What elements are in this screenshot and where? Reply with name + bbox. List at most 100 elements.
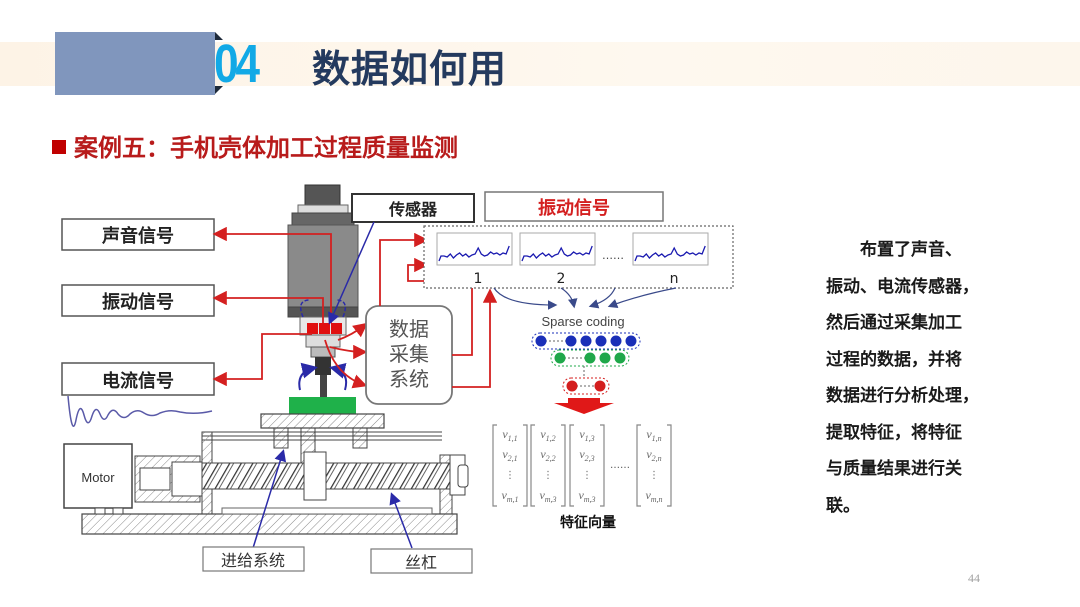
windows-ellipsis: …… xyxy=(602,249,624,262)
coding-arrow xyxy=(493,287,558,310)
signal-window xyxy=(632,232,709,266)
page-number: 44 xyxy=(968,571,980,585)
sensor-pointer xyxy=(328,221,375,325)
feature-vector: v1,2 v2,2 vm,3 ⋮ xyxy=(530,424,566,507)
workpiece xyxy=(289,397,356,414)
coding-node xyxy=(584,352,596,364)
vector-element: vm,3 xyxy=(539,488,556,504)
sound-signal-box: 声音信号 xyxy=(61,218,215,251)
case-subtitle: 案例五：手机壳体加工过程质量监测 xyxy=(52,131,458,165)
vector-element: v2,3 xyxy=(579,447,594,463)
coding-node xyxy=(580,335,592,347)
coding-arrow xyxy=(560,287,578,309)
vibration-title-box: 振动信号 xyxy=(484,191,664,222)
vibration-signal-box: 振动信号 xyxy=(61,284,215,317)
vector-element: v1,2 xyxy=(540,427,555,443)
vector-element: v2,2 xyxy=(540,447,555,463)
vibration-panel-title: 振动信号 xyxy=(538,197,610,219)
vibration-waveform xyxy=(438,245,510,262)
node-layer-group xyxy=(562,377,610,395)
coding-node xyxy=(610,335,622,347)
header-corner-bottom xyxy=(215,86,223,94)
vector-element: v2,1 xyxy=(502,447,517,463)
sound-signal-arrow xyxy=(212,226,332,323)
feature-vector: v1,3 v2,3 vm,3 ⋮ xyxy=(569,424,605,507)
node-layer-group xyxy=(550,349,630,367)
coding-node xyxy=(625,335,637,347)
lead-screw-label: 丝杠 xyxy=(405,553,437,572)
window-index: 1 xyxy=(474,271,483,287)
node-layer-group xyxy=(531,332,641,350)
daq-output-arrow xyxy=(452,288,498,388)
down-arrow-icon xyxy=(554,398,614,414)
daq-system-box: 数据 采集 系统 xyxy=(365,305,453,405)
vector-ellipsis: ⋮ xyxy=(505,470,515,481)
feature-vector: v1,1 v2,1 vm,1 ⋮ xyxy=(492,424,528,507)
signal-window xyxy=(436,232,513,266)
description-line: 与质量结果进行关 xyxy=(826,459,962,479)
feature-vector: v1,nv2,nvm,n⋮ xyxy=(636,424,672,507)
coding-node xyxy=(535,335,547,347)
feed-system-pointer xyxy=(252,449,287,549)
daq-input-arrow xyxy=(337,322,368,341)
daq-input-arrow xyxy=(329,344,368,360)
feed-system-label: 进给系统 xyxy=(221,551,285,570)
coding-node xyxy=(599,352,611,364)
square-bullet-icon xyxy=(52,140,66,154)
window-index: 2 xyxy=(557,271,566,287)
vector-element: v1,3 xyxy=(579,427,594,443)
description-line: 数据进行分析处理， xyxy=(826,386,979,406)
coding-node xyxy=(595,335,607,347)
description-line: 过程的数据，并将 xyxy=(826,349,962,370)
feature-vector-label: 特征向量 xyxy=(560,514,616,531)
spindle xyxy=(287,184,359,397)
feed-system-box: 进给系统 xyxy=(202,546,305,572)
lead-screw-pointer xyxy=(389,492,413,549)
description-line: 然后通过采集加工 xyxy=(826,313,962,333)
end-bearing xyxy=(449,454,469,496)
daq-label-line: 采集 xyxy=(389,342,429,366)
window-index: n xyxy=(670,271,679,287)
section-number: 04 xyxy=(214,34,260,94)
current-signal-arrow xyxy=(212,333,312,387)
bracket-left xyxy=(530,424,535,507)
section-title: 数据如何用 xyxy=(312,47,508,91)
vector-element: vm,1 xyxy=(501,488,518,504)
screw-nut xyxy=(303,451,327,501)
vectors-ellipsis: …… xyxy=(610,460,630,471)
coding-node xyxy=(565,335,577,347)
bracket-right xyxy=(667,424,672,507)
daq-input-arrow xyxy=(324,339,368,389)
damped-waveform xyxy=(67,395,213,427)
vector-element: v2,n xyxy=(646,447,661,463)
description-line: 提取特征，将特征 xyxy=(826,422,962,443)
vibration-signal-arrow xyxy=(212,290,324,323)
current-signal-box: 电流信号 xyxy=(61,362,215,396)
header-corner-top xyxy=(215,32,223,40)
coolant-arrow xyxy=(298,362,318,391)
vibration-waveform xyxy=(634,245,706,262)
motor: Motor xyxy=(63,443,133,515)
coupling xyxy=(139,461,203,497)
vector-ellipsis: ⋮ xyxy=(649,470,659,481)
signal-window xyxy=(519,232,596,266)
vector-ellipsis: ⋮ xyxy=(582,470,592,481)
airflow-arc xyxy=(335,299,347,318)
lead-screw-box: 丝杠 xyxy=(370,548,473,574)
daq-label-line: 系统 xyxy=(389,367,429,391)
sparse-coding-label: Sparse coding xyxy=(541,314,624,329)
vector-element: v1,1 xyxy=(502,427,517,443)
motor-label: Motor xyxy=(81,470,115,485)
coding-node xyxy=(554,352,566,364)
vibration-waveform xyxy=(521,245,593,262)
vector-element: vm,n xyxy=(645,488,662,504)
coding-arrow xyxy=(588,287,616,309)
vector-element: vm,3 xyxy=(578,488,595,504)
coding-node xyxy=(566,380,578,392)
description-line: 联。 xyxy=(826,495,860,516)
bracket-right xyxy=(600,424,605,507)
sensor-label-box: 传感器 xyxy=(351,193,475,223)
vector-ellipsis: ⋮ xyxy=(543,470,553,481)
coding-node xyxy=(614,352,626,364)
